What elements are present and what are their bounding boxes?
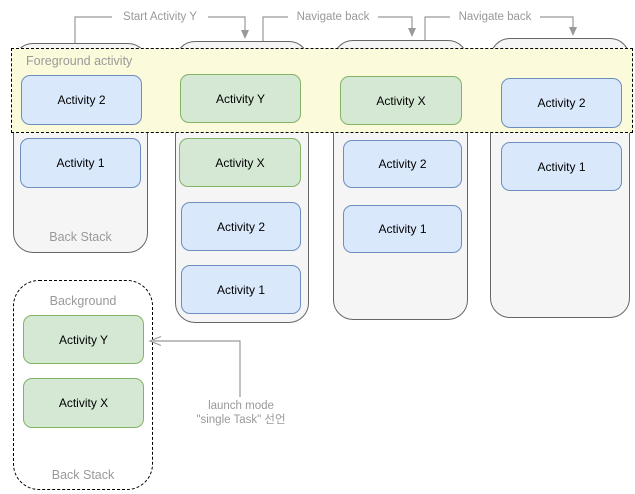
arrowhead-down-icon	[408, 28, 416, 37]
activity-box: Activity 1	[343, 205, 462, 253]
activity-box: Activity Y	[23, 315, 144, 364]
activity-box: Activity 2	[181, 202, 301, 251]
start-activity-y-label: Start Activity Y	[123, 11, 197, 23]
arrowhead-down-icon	[569, 27, 577, 36]
activity-box: Activity X	[23, 378, 144, 428]
activity-box: Activity 1	[501, 142, 622, 191]
navigate-back-label: Navigate back	[458, 11, 532, 23]
activity-box: Activity Y	[180, 74, 301, 123]
connector-start-activity-y	[74, 16, 112, 43]
activity-box: Activity X	[179, 138, 301, 187]
back-stack-label: Back Stack	[49, 230, 112, 244]
launch-mode-line2: "single Task" 선언	[196, 414, 286, 426]
background-label: Background	[49, 294, 117, 308]
back-stack-label: Back Stack	[51, 468, 115, 482]
navigate-back-label: Navigate back	[296, 11, 370, 23]
connector-navigate-back-1	[378, 16, 413, 28]
connector-start-activity-y	[208, 16, 246, 30]
activity-box: Activity 1	[20, 138, 141, 188]
launch-mode-annotation: launch mode "single Task" 선언	[171, 399, 311, 427]
activity-box: Activity X	[340, 76, 462, 125]
arrowhead-down-icon	[241, 30, 249, 39]
activity-box: Activity 2	[501, 78, 622, 128]
connector-launch-mode	[153, 340, 241, 397]
activity-box: Activity 2	[343, 140, 462, 188]
launch-mode-line1: launch mode	[208, 400, 274, 412]
activity-box: Activity 1	[181, 265, 301, 314]
foreground-activity-label: Foreground activity	[26, 54, 133, 68]
activity-box: Activity 2	[21, 75, 142, 125]
